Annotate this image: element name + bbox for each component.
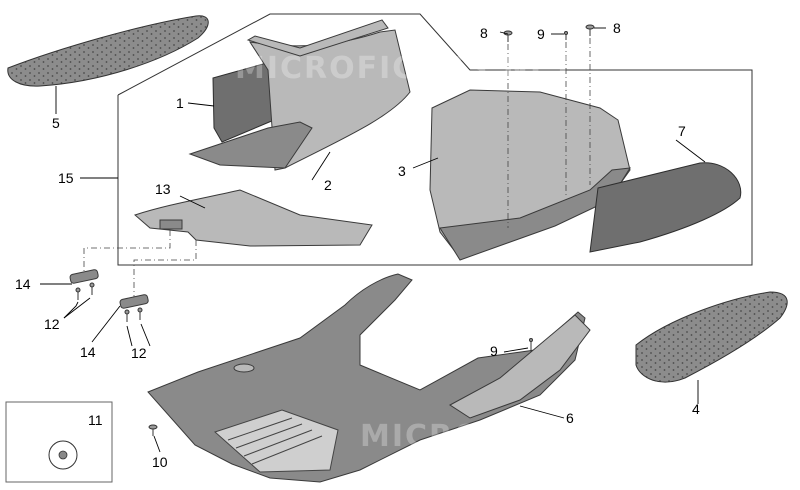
floorboard[interactable] — [147, 273, 591, 483]
inner-panel-left[interactable] — [212, 61, 275, 143]
callout-15: 15 — [58, 170, 74, 186]
watermark-lower: MICROFICHES.NET — [360, 419, 700, 454]
callout-12a: 12 — [44, 316, 60, 332]
side-panel[interactable] — [589, 162, 742, 253]
callout-13: 13 — [155, 181, 171, 197]
callout-8a: 8 — [480, 25, 488, 41]
callout-5: 5 — [52, 115, 60, 131]
callout-8b: 8 — [613, 20, 621, 36]
screws-12[interactable] — [75, 282, 143, 322]
callout-1: 1 — [176, 95, 184, 111]
footrest-mat-left[interactable] — [7, 15, 209, 87]
alignment-lines — [83, 38, 591, 297]
leg-shield-box[interactable] — [188, 19, 411, 171]
callout-3: 3 — [398, 163, 406, 179]
rear-inner-body[interactable] — [429, 89, 631, 261]
callout-9a: 9 — [537, 26, 545, 42]
watermark-upper: MICROFICHES.NET — [235, 51, 575, 86]
bracket-14-upper[interactable] — [69, 269, 99, 284]
callout-9b: 9 — [490, 343, 498, 359]
footrest-mat-right[interactable] — [635, 291, 788, 383]
floor-grille — [214, 409, 339, 473]
callout-2: 2 — [324, 177, 332, 193]
callout-10: 10 — [152, 454, 168, 470]
leader-lines — [40, 27, 706, 453]
bracket-14-lower[interactable] — [119, 294, 149, 309]
callout-7: 7 — [678, 123, 686, 139]
callout-4: 4 — [692, 401, 700, 417]
detail-box-11 — [5, 401, 113, 483]
detail-part-11[interactable] — [48, 440, 78, 470]
callout-14b: 14 — [80, 344, 96, 360]
callout-6: 6 — [566, 410, 574, 426]
center-cover[interactable] — [134, 189, 373, 247]
callout-14a: 14 — [15, 276, 31, 292]
callout-11: 11 — [88, 412, 103, 428]
group-frame-15 — [117, 13, 753, 266]
callout-12b: 12 — [131, 345, 147, 361]
